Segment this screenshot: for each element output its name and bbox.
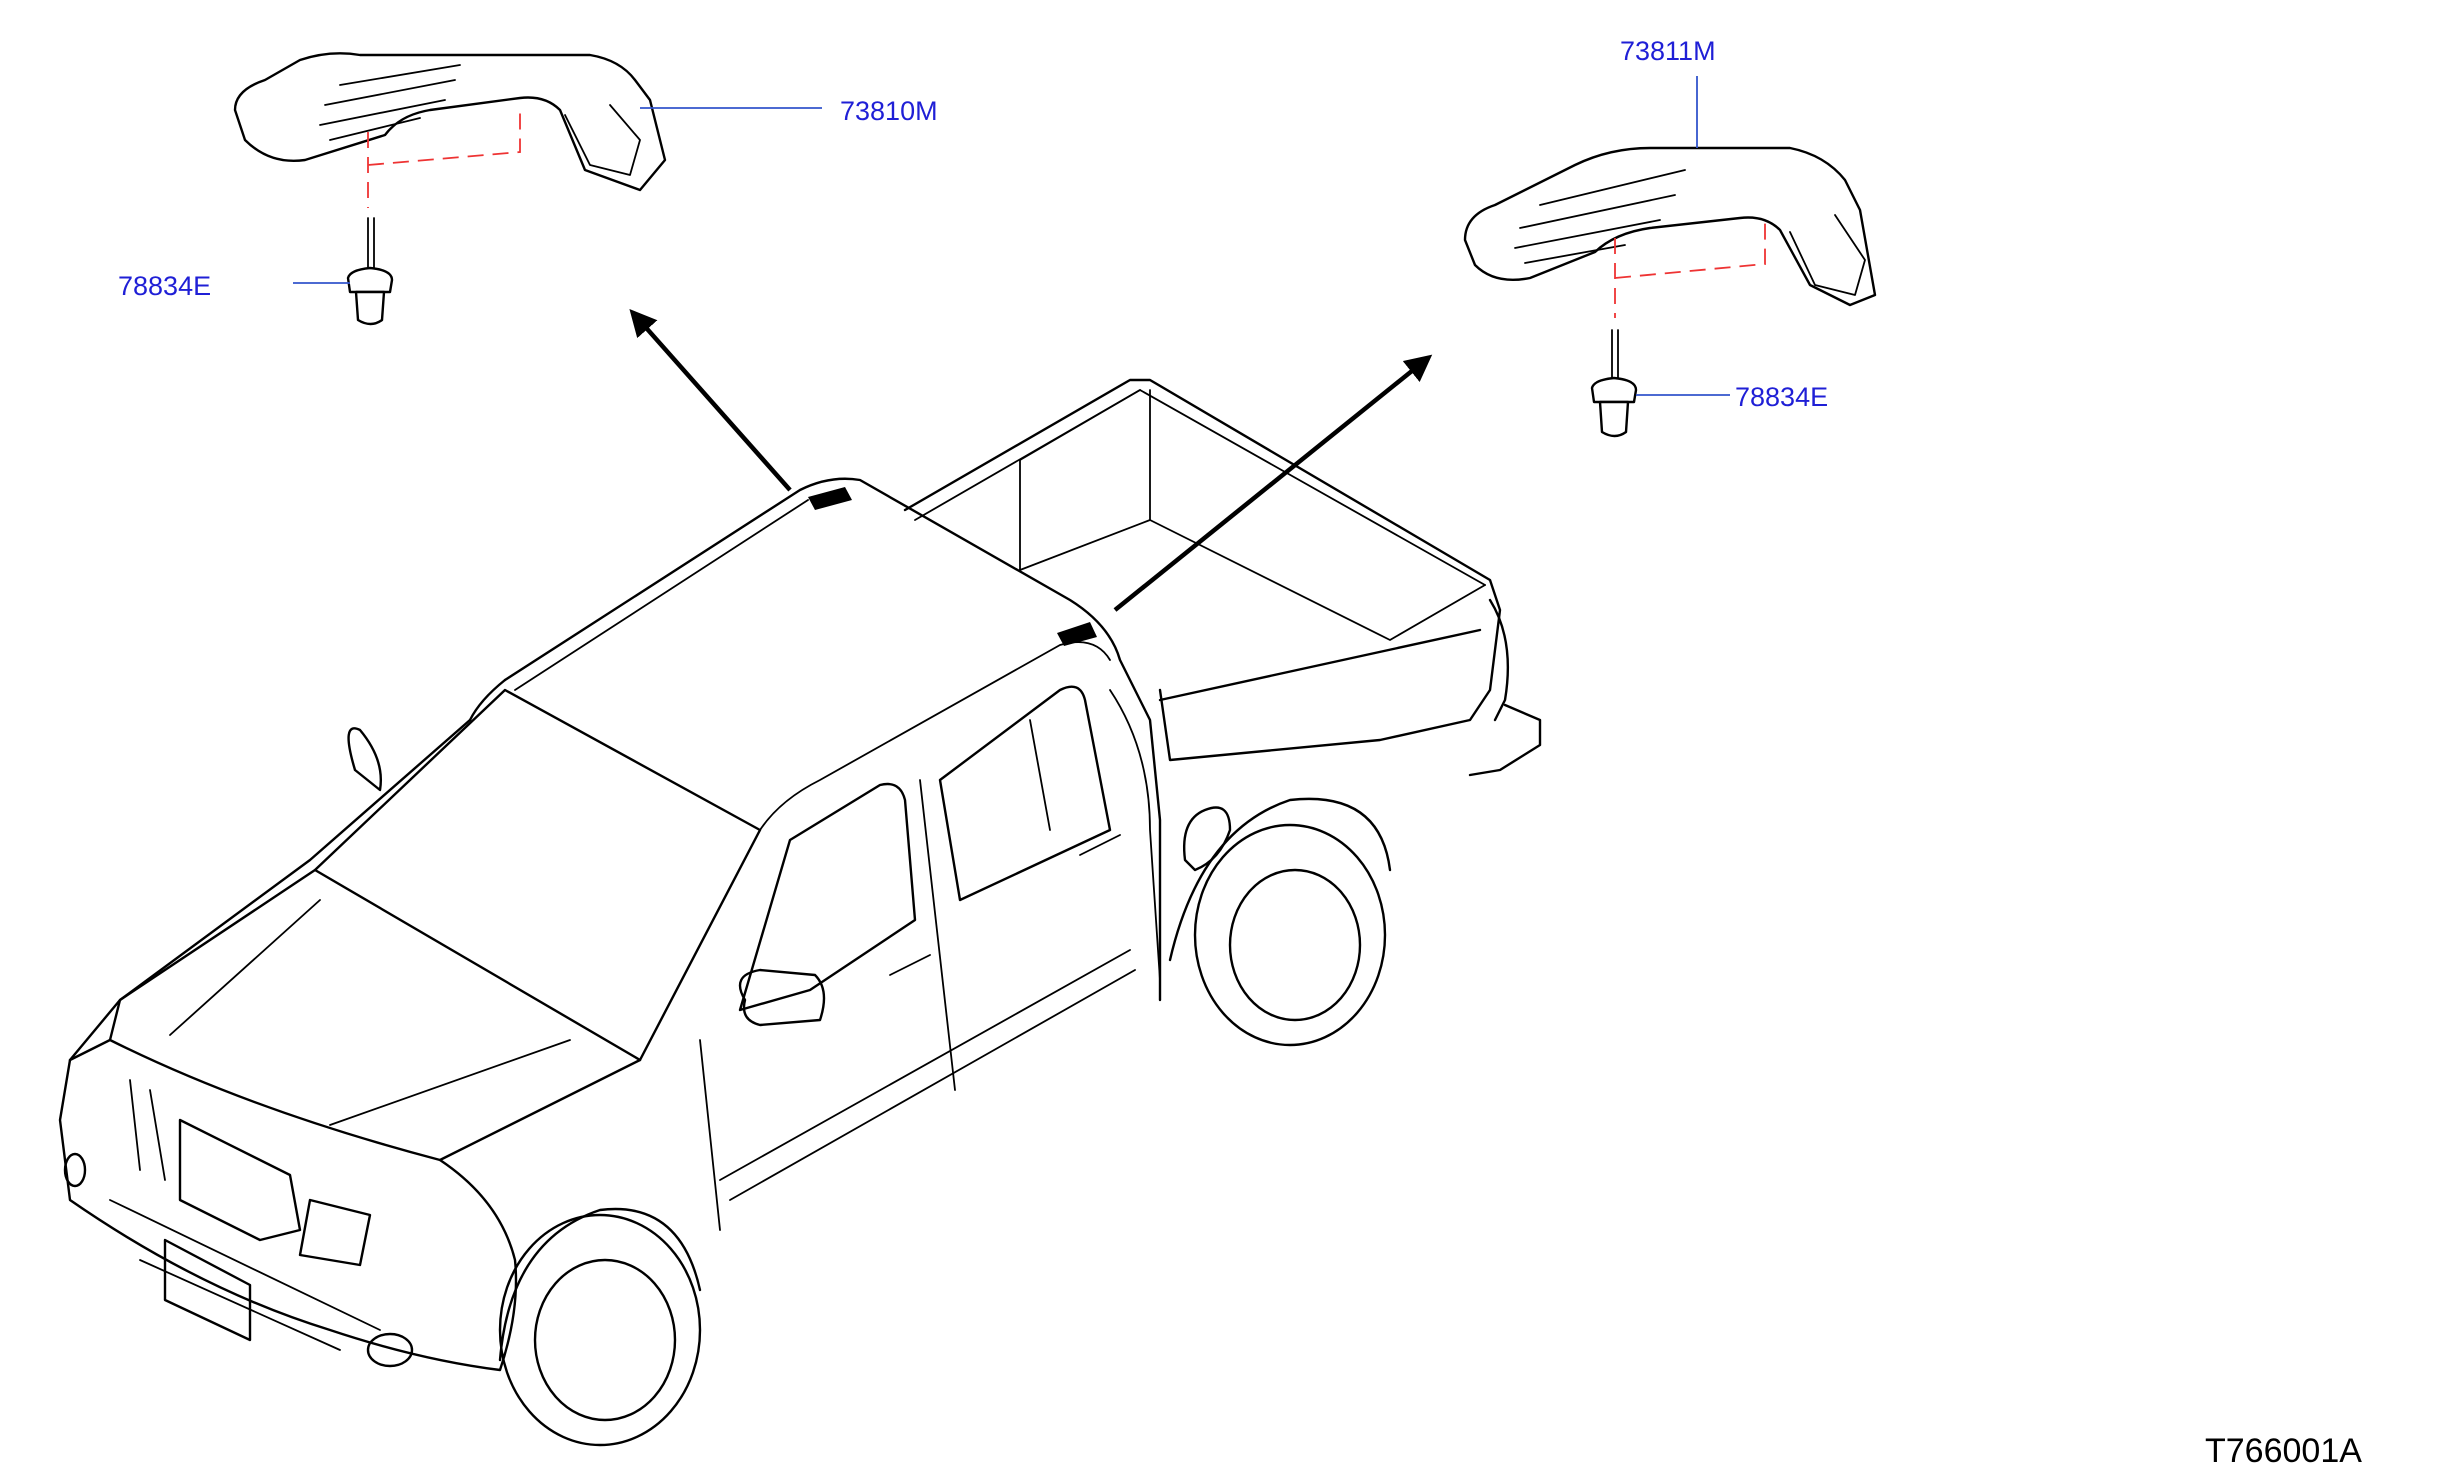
truck-bed bbox=[903, 378, 1502, 762]
figure-id: T766001A bbox=[2205, 1432, 2362, 1470]
grille bbox=[178, 1118, 302, 1242]
rear-roof-cover-part bbox=[1463, 146, 1877, 307]
fuel-lid bbox=[1183, 806, 1232, 872]
pickup-truck-illustration bbox=[58, 378, 1542, 1447]
callout-clip-rear: 78834E bbox=[1735, 382, 1828, 412]
rear-cover-dashed-guide bbox=[1614, 220, 1766, 318]
arrow-to-front-cover bbox=[629, 308, 792, 492]
callout-rear-cover: 73811M bbox=[1620, 36, 1716, 66]
front-fascia bbox=[58, 1038, 518, 1372]
front-wheel bbox=[498, 1213, 702, 1447]
side-mirror bbox=[738, 968, 826, 1027]
fog-lamp bbox=[366, 1332, 414, 1368]
license-plate bbox=[163, 1238, 252, 1342]
front-door-window bbox=[738, 782, 917, 1012]
callout-clip-front: 78834E bbox=[118, 271, 211, 301]
rear-wheel bbox=[1193, 823, 1387, 1047]
rear-clip-part bbox=[1590, 329, 1638, 438]
roof-cover-marker-front bbox=[808, 487, 852, 510]
hood bbox=[108, 868, 642, 1162]
callout-front-cover: 73810M bbox=[840, 96, 938, 126]
windshield bbox=[313, 688, 762, 1062]
front-roof-cover-part bbox=[233, 52, 667, 192]
arrow-to-rear-cover bbox=[1113, 354, 1433, 612]
rear-door-window bbox=[938, 685, 1112, 902]
front-cover-dashed-guide bbox=[367, 106, 521, 208]
truck-cab bbox=[503, 477, 1162, 1002]
front-clip-part bbox=[346, 217, 394, 326]
headlight bbox=[298, 1198, 372, 1267]
roof-cover-marker-rear bbox=[1057, 622, 1097, 646]
